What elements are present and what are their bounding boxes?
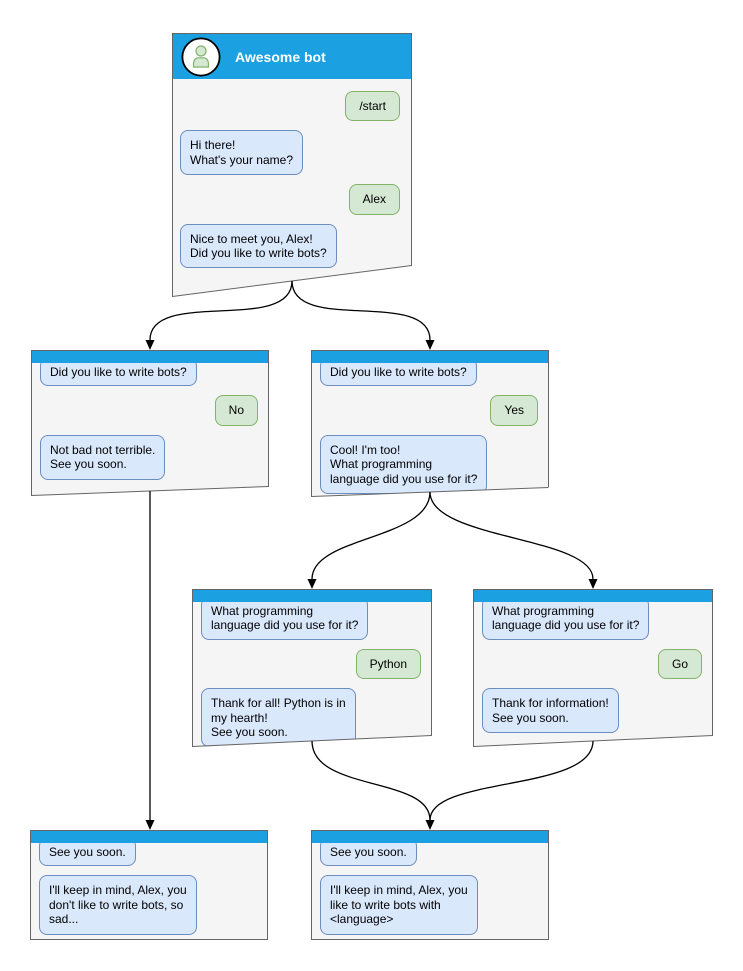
window-header: [312, 831, 548, 843]
window-header: [32, 351, 268, 363]
edge-yes-to-python: [311, 491, 431, 580]
bot-avatar-person-icon: [181, 36, 221, 77]
arrowhead-icon: [307, 579, 317, 589]
user-message-bubble: Go: [657, 648, 702, 680]
bot-message-bubble: Thank for all! Python is in my hearth! S…: [201, 688, 356, 747]
message-list: What programming language did you use fo…: [193, 597, 431, 747]
message-list: Did you like to write bots? No Not bad n…: [32, 358, 268, 480]
bot-message-bubble: Thank for information! See you soon.: [482, 688, 619, 733]
window-header: Awesome bot: [173, 34, 411, 79]
user-message-bubble: Python: [355, 648, 421, 680]
bot-message-bubble: Cool! I'm too! What programming language…: [320, 434, 488, 494]
arrowhead-icon: [425, 340, 435, 350]
bot-message-bubble: Not bad not terrible. See you soon.: [40, 434, 166, 480]
user-message-bubble: Yes: [490, 395, 538, 426]
chat-window-yes-branch: Did you like to write bots? Yes Cool! I'…: [311, 350, 549, 497]
message-list: See you soon. I'll keep in mind, Alex, y…: [312, 838, 548, 935]
arrowhead-icon: [425, 820, 435, 830]
bot-message-bubble: What programming language did you use fo…: [201, 597, 369, 640]
bot-message-bubble: Hi there! What's your name?: [180, 130, 304, 176]
window-header: [312, 351, 548, 363]
edge-python-to-end: [311, 740, 431, 821]
arrowhead-icon: [588, 579, 598, 589]
chat-window-go-branch: What programming language did you use fo…: [473, 589, 713, 747]
window-header: [474, 590, 712, 602]
message-list: Did you like to write bots? Yes Cool! I'…: [312, 358, 548, 494]
bot-message-bubble: What programming language did you use fo…: [482, 597, 650, 640]
chat-window-no-branch: Did you like to write bots? No Not bad n…: [31, 350, 269, 496]
chat-window-python-branch: What programming language did you use fo…: [192, 589, 432, 747]
edge-yes-to-go: [429, 491, 594, 580]
user-message-bubble: Alex: [348, 184, 400, 215]
window-header: [31, 831, 267, 843]
chat-window-end-no: See you soon. I'll keep in mind, Alex, y…: [30, 830, 268, 940]
bot-name-title: Awesome bot: [235, 48, 326, 65]
message-list: /start Hi there! What's your name? Alex …: [173, 91, 411, 269]
message-list: See you soon. I'll keep in mind, Alex, y…: [31, 838, 267, 935]
message-list: What programming language did you use fo…: [474, 597, 712, 733]
chat-window-end-yes: See you soon. I'll keep in mind, Alex, y…: [311, 830, 549, 940]
bot-message-bubble: I'll keep in mind, Alex, you like to wri…: [320, 875, 478, 935]
user-message-bubble: No: [214, 395, 258, 426]
bot-message-bubble: I'll keep in mind, Alex, you don't like …: [39, 875, 197, 935]
edge-start-to-yes: [291, 280, 431, 341]
arrowhead-icon: [145, 820, 155, 830]
window-header: [193, 590, 431, 602]
arrowhead-icon: [145, 340, 155, 350]
chat-window-start: Awesome bot /start Hi there! What's your…: [172, 33, 412, 297]
edge-go-to-end: [429, 740, 594, 821]
bot-message-bubble: Nice to meet you, Alex! Did you like to …: [180, 223, 337, 269]
user-message-bubble: /start: [345, 91, 400, 122]
